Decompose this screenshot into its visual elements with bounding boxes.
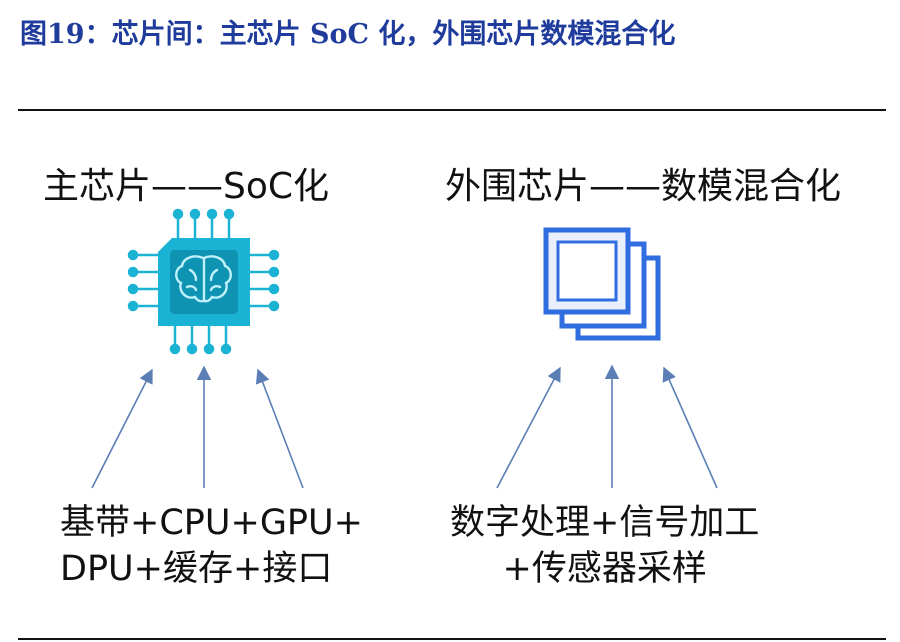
bottom-rule — [18, 638, 886, 640]
figure-title: 图19：芯片间：主芯片 SoC 化，外围芯片数模混合化 — [20, 19, 676, 50]
arrow-right-1 — [496, 366, 561, 489]
right-caption-line1: 数字处理+信号加工 — [450, 503, 760, 543]
arrow-left-3 — [255, 368, 304, 489]
left-caption: 基带+CPU+GPU+ DPU+缓存+接口 — [60, 500, 363, 592]
left-heading: 主芯片——SoC化 — [43, 166, 330, 207]
right-heading: 外围芯片——数模混合化 — [445, 166, 842, 207]
left-caption-line1: 基带+CPU+GPU+ — [60, 503, 363, 543]
arrow-right-3 — [662, 366, 718, 489]
left-caption-line2: DPU+缓存+接口 — [60, 549, 333, 589]
brain-chip-icon — [127, 208, 280, 355]
top-rule — [18, 109, 886, 111]
right-caption-line2: +传感器采样 — [502, 549, 707, 589]
stacked-layers-icon — [543, 227, 661, 341]
arrow-left-1 — [91, 368, 153, 489]
right-caption: 数字处理+信号加工 +传感器采样 — [450, 500, 759, 592]
